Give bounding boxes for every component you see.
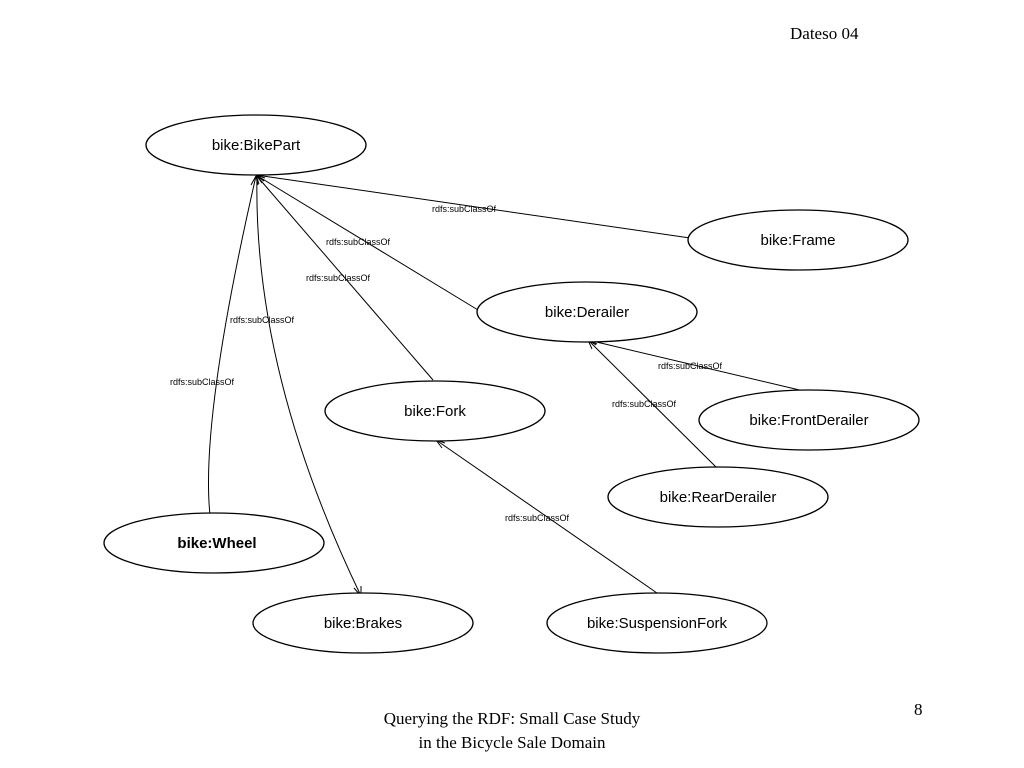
footer-line-1: Querying the RDF: Small Case Study <box>383 709 641 728</box>
edge-rearderailer-derailer: rdfs:subClassOf <box>587 339 718 469</box>
edge-label-wheel-bikepart: rdfs:subClassOf <box>170 377 235 387</box>
node-label-rearderailer: bike:RearDerailer <box>660 489 777 506</box>
edge-label-rearderailer-derailer: rdfs:subClassOf <box>612 399 677 409</box>
node-label-frame: bike:Frame <box>760 232 835 249</box>
slide-footer: Querying the RDF: Small Case Study in th… <box>312 707 712 755</box>
edge-derailer-bikepart: rdfs:subClassOf <box>255 174 479 311</box>
page-number: 8 <box>914 700 923 719</box>
slide-header: Dateso 04 <box>790 24 859 43</box>
node-label-fork: bike:Fork <box>404 403 466 420</box>
edge-label-derailer-bikepart: rdfs:subClassOf <box>326 237 391 247</box>
node-rearderailer[interactable]: bike:RearDerailer <box>607 466 829 528</box>
node-frame[interactable]: bike:Frame <box>687 209 909 271</box>
edge-label-frontderailer-derailer: rdfs:subClassOf <box>658 361 723 371</box>
edge-wheel-bikepart: rdfs:subClassOf <box>170 175 259 516</box>
edge-label-fork-bikepart: rdfs:subClassOf <box>306 273 371 283</box>
node-label-frontderailer: bike:FrontDerailer <box>749 412 868 429</box>
node-wheel[interactable]: bike:Wheel <box>103 512 325 574</box>
node-suspensionfork[interactable]: bike:SuspensionFork <box>546 592 768 654</box>
node-label-derailer: bike:Derailer <box>545 304 629 321</box>
edge-label-frame-bikepart: rdfs:subClassOf <box>432 204 497 214</box>
edge-suspensionfork-fork: rdfs:subClassOf <box>435 439 658 594</box>
node-label-brakes: bike:Brakes <box>324 615 402 632</box>
node-label-wheel: bike:Wheel <box>177 535 256 552</box>
node-label-suspensionfork: bike:SuspensionFork <box>587 615 728 632</box>
node-derailer[interactable]: bike:Derailer <box>476 281 698 343</box>
node-frontderailer[interactable]: bike:FrontDerailer <box>698 389 920 451</box>
node-brakes[interactable]: bike:Brakes <box>252 592 474 654</box>
edge-fork-bikepart: rdfs:subClassOf <box>255 174 434 381</box>
node-fork[interactable]: bike:Fork <box>324 380 546 442</box>
nodes-layer: bike:BikePart bike:Frame bike:Derailer b… <box>103 114 920 654</box>
edge-label-bikepart-brakes: rdfs:subClassOf <box>230 315 295 325</box>
node-label-bikepart: bike:BikePart <box>212 137 301 154</box>
node-bikepart[interactable]: bike:BikePart <box>145 114 367 176</box>
edge-frontderailer-derailer: rdfs:subClassOf <box>587 338 809 393</box>
edge-label-suspensionfork-fork: rdfs:subClassOf <box>505 513 570 523</box>
footer-line-2: in the Bicycle Sale Domain <box>418 733 606 752</box>
edge-frame-bikepart: rdfs:subClassOf <box>255 173 691 239</box>
